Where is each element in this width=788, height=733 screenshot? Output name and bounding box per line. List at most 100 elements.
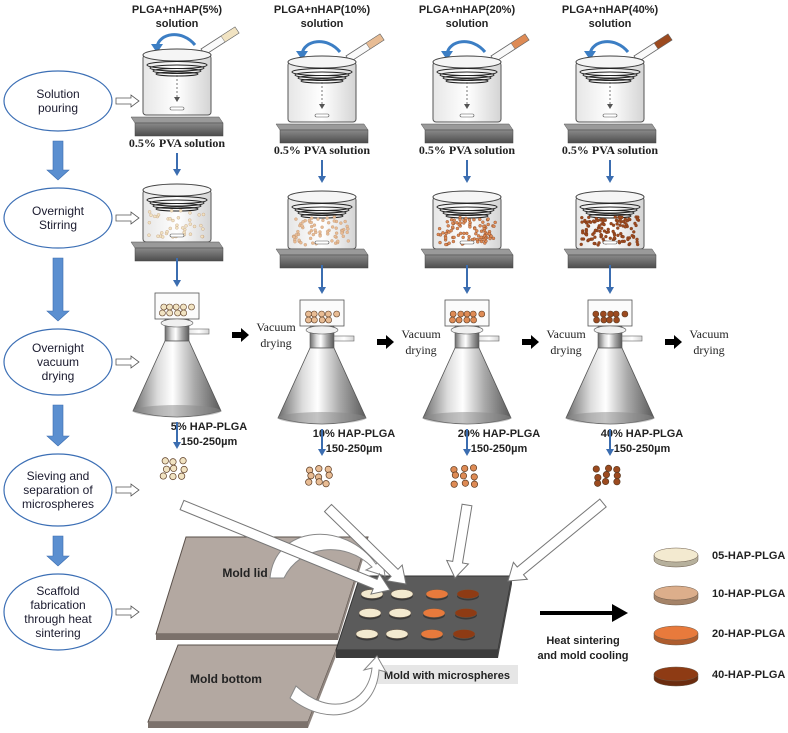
pva-label: 0.5% PVA solution <box>419 143 515 157</box>
size-label: 150-250µm <box>471 443 528 455</box>
stir-platform <box>130 116 224 137</box>
step-pointer-arrow <box>115 605 140 619</box>
vacuum-label-line1: Vacuum <box>256 320 296 334</box>
legend-swatch <box>653 666 699 682</box>
pva-label: 0.5% PVA solution <box>129 136 225 150</box>
mold-with-microspheres-label: Mold with microspheres <box>384 670 510 682</box>
pva-label: 0.5% PVA solution <box>274 143 370 157</box>
scaffold-disc <box>385 629 409 639</box>
legend-label: 20-HAP-PLGA <box>712 628 785 640</box>
scaffold-discs <box>355 589 480 641</box>
solution-title: PLGA+nHAP(10%) <box>274 4 371 16</box>
pour-arrow <box>300 40 342 55</box>
step-ellipse <box>3 187 113 249</box>
size-label: 150-250µm <box>181 436 238 448</box>
legend-item-3: 20-HAP-PLGA <box>653 625 785 646</box>
down-arrow <box>318 176 326 183</box>
legend-swatch <box>653 585 699 601</box>
heat-label-line2: and mold cooling <box>537 650 628 662</box>
legend-item-2: 10-HAP-PLGA <box>653 585 785 606</box>
vacuum-flask-icon <box>422 299 512 425</box>
vacuum-flask-icon <box>565 299 655 425</box>
step-label-line: Overnight <box>32 341 85 355</box>
beaker-icon <box>287 190 357 250</box>
microsphere-cluster <box>305 465 333 488</box>
scaffold-disc <box>388 608 412 618</box>
solution-title: PLGA+nHAP(20%) <box>419 4 516 16</box>
size-label: 150-250µm <box>614 443 671 455</box>
beaker-icon <box>432 55 502 123</box>
size-label: 150-250µm <box>326 443 383 455</box>
heat-label-line1: Heat sintering <box>546 635 619 647</box>
mold-bottom-label: Mold bottom <box>190 672 262 686</box>
beaker-icon <box>575 190 645 250</box>
mold-bottom: Mold bottom <box>147 644 339 728</box>
legend-item-1: 05-HAP-PLGA <box>653 547 785 568</box>
down-arrow <box>173 442 181 449</box>
vacuum-arrow <box>522 335 539 349</box>
scaffold-disc <box>425 589 449 599</box>
stir-bar <box>169 233 185 238</box>
step-label-line: microspheres <box>22 497 94 511</box>
step-pointer-arrow <box>115 94 140 108</box>
flow-down-arrow <box>46 404 70 447</box>
step-label-line: separation of <box>23 483 93 497</box>
solution-title: PLGA+nHAP(40%) <box>562 4 659 16</box>
pipette-icon <box>151 26 240 56</box>
down-arrow <box>463 176 471 183</box>
scaffold-disc <box>452 629 476 639</box>
legend: 05-HAP-PLGA 10-HAP-PLGA 20-HAP-PLGA 40-HAP-… <box>653 547 785 687</box>
stir-platform <box>420 248 514 269</box>
pipette-icon <box>584 33 673 63</box>
stir-platform <box>130 241 224 262</box>
stir-bar <box>314 240 330 245</box>
vacuum-arrow <box>377 335 394 349</box>
solution-subtitle: solution <box>156 18 199 30</box>
transfer-arrow <box>179 499 391 595</box>
stir-bar <box>169 106 185 111</box>
vacuum-label-line1: Vacuum <box>546 327 586 341</box>
vacuum-label-line2: drying <box>550 343 581 357</box>
stir-bar <box>459 240 475 245</box>
vacuum-label-line2: drying <box>405 343 436 357</box>
step-label-line: fabrication <box>30 598 85 612</box>
scaffold-disc <box>456 589 480 599</box>
beaker-icon <box>142 183 212 243</box>
process-steps: SolutionpouringOvernightStirringOvernigh… <box>3 70 140 651</box>
vacuum-arrow <box>232 328 249 342</box>
microsphere-cluster <box>450 464 479 488</box>
solution-subtitle: solution <box>301 18 344 30</box>
vacuum-arrow <box>665 335 682 349</box>
pva-label: 0.5% PVA solution <box>562 143 658 157</box>
scaffold-disc <box>454 608 478 618</box>
legend-swatch <box>653 625 699 641</box>
step-pointer-arrow <box>115 483 140 497</box>
step-pointer-arrow <box>115 355 140 369</box>
step-label-line: Solution <box>36 87 79 101</box>
pour-arrow <box>445 40 487 55</box>
down-arrow <box>463 287 471 294</box>
product-label: 40% HAP-PLGA <box>601 428 684 440</box>
step-label-line: through heat <box>24 612 92 626</box>
down-arrow <box>318 287 326 294</box>
stir-platform <box>275 123 369 144</box>
vacuum-label-line2: drying <box>693 343 724 357</box>
legend-label: 40-HAP-PLGA <box>712 669 785 681</box>
vacuum-flask-icon <box>132 292 222 418</box>
stir-bar <box>602 240 618 245</box>
bottom-curve-arrow <box>289 655 388 716</box>
step-ellipse <box>3 328 113 396</box>
step-ellipse <box>3 453 113 527</box>
step-label-line: vacuum <box>37 355 79 369</box>
scaffold-disc <box>420 629 444 639</box>
product-label: 5% HAP-PLGA <box>171 421 247 433</box>
flow-down-arrow <box>46 140 70 181</box>
scaffold-disc <box>422 608 446 618</box>
